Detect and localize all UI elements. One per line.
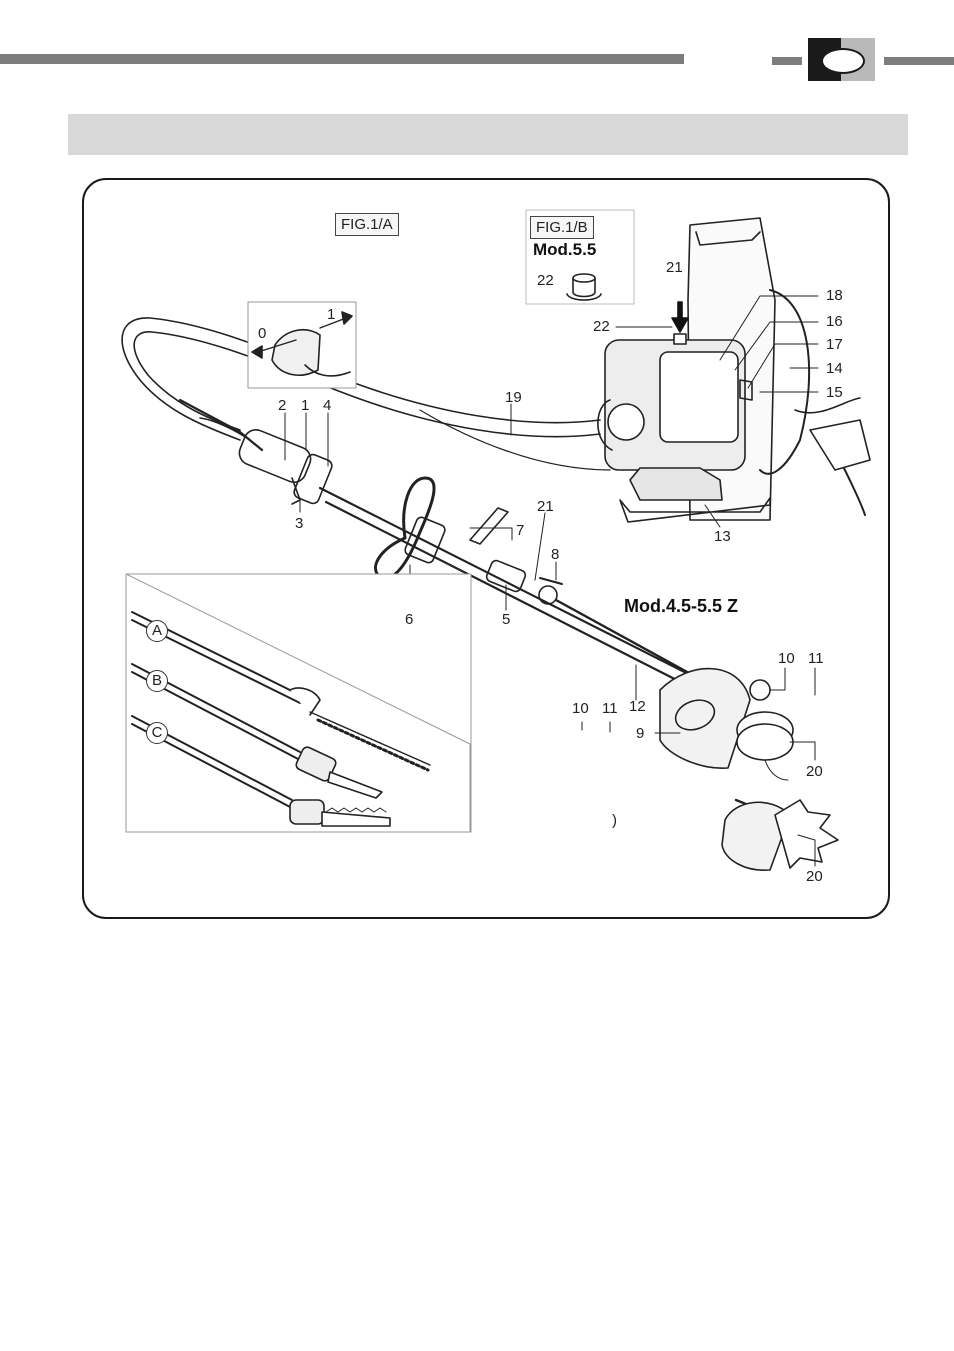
callout-15: 15 (826, 384, 843, 401)
callout-10-left: 10 (572, 700, 589, 717)
callout-1-inset: 1 (327, 306, 336, 323)
attachment-label-a: A (146, 620, 168, 642)
callout-22-inset: 22 (537, 272, 554, 289)
callout-4: 4 (323, 397, 332, 414)
engine-base (629, 467, 723, 501)
language-tab (808, 38, 875, 81)
callout-7: 7 (516, 522, 525, 539)
callout-20-blade: 20 (806, 868, 823, 885)
callout-11-left: 11 (602, 700, 618, 717)
callout-21-shaft: 21 (537, 498, 554, 515)
header-rule-left (0, 54, 684, 64)
callout-14: 14 (826, 360, 843, 377)
trimmer-guard (659, 667, 751, 769)
callout-8: 8 (551, 546, 560, 563)
fuel-cap-arrow-icon (671, 301, 689, 333)
callout-10: 10 (778, 650, 795, 667)
header-rule-right (884, 57, 954, 65)
callout-19: 19 (505, 389, 522, 406)
callout-22: 22 (593, 318, 610, 335)
shaft-coupling (485, 559, 527, 593)
attachment-label-c: C (146, 722, 168, 744)
mod-55-label: Mod.5.5 (533, 240, 597, 259)
shoulder-strap (809, 419, 871, 471)
callout-17: 17 (826, 336, 843, 353)
callout-18: 18 (826, 287, 843, 304)
partial-callout: ) (612, 812, 617, 829)
throttle-handle (238, 429, 312, 483)
callout-11: 11 (808, 650, 824, 667)
mod-45-55z-label: Mod.4.5-5.5 Z (624, 596, 739, 616)
callout-21: 21 (666, 259, 683, 276)
header-rule-small (772, 57, 802, 65)
callout-0: 0 (258, 325, 267, 342)
callout-9: 9 (636, 725, 645, 742)
callout-1: 1 (301, 397, 310, 414)
callout-3: 3 (295, 515, 304, 532)
callout-16: 16 (826, 313, 843, 330)
language-oval-icon (821, 48, 865, 74)
fig-1b-label: FIG.1/B (530, 216, 594, 240)
callout-13: 13 (714, 528, 731, 545)
section-title-band (68, 114, 908, 155)
callout-5: 5 (502, 611, 511, 628)
flexible-hose (121, 317, 601, 441)
callout-6: 6 (405, 611, 414, 628)
callout-2: 2 (278, 397, 287, 414)
callout-12: 12 (629, 698, 646, 715)
callout-20-spool: 20 (806, 763, 823, 780)
cutting-blade (774, 799, 839, 869)
fig-1a-label: FIG.1/A (335, 213, 399, 237)
attachment-label-b: B (146, 670, 168, 692)
loop-handle (374, 476, 436, 580)
